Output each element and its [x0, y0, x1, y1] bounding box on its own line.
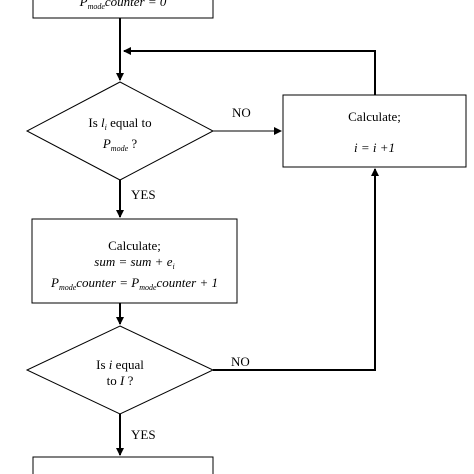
arrow-decision-I-no-to-calc-i — [213, 168, 379, 371]
edge-label-yes-top: YES — [131, 187, 156, 202]
init-box — [32, 0, 214, 19]
calc-i-expr: i = i +1 — [353, 140, 396, 155]
decision-I-line1: Is i equal — [96, 357, 144, 372]
calc-i-box — [282, 94, 467, 168]
decision-I-text: Is i equal to I ? — [40, 357, 200, 389]
decision-li-text: Is li equal to Pmode ? — [40, 115, 200, 157]
calc-sum-title: Calculate; — [108, 238, 161, 253]
calc-sum-sum-line: sum = sum + ei — [94, 254, 175, 271]
decision-I-line2: to I ? — [106, 373, 134, 388]
init-box-text: Pmodecounter = 0 — [79, 0, 167, 11]
end-box — [32, 456, 214, 474]
decision-li-line1: Is li equal to — [88, 115, 152, 132]
edge-label-no-top: NO — [232, 105, 251, 120]
decision-li-line2: Pmode ? — [102, 136, 138, 153]
loop-back-arrow — [123, 47, 376, 95]
edge-label-yes-bottom: YES — [131, 427, 156, 442]
calc-sum-box — [31, 218, 238, 304]
calc-i-title: Calculate; — [348, 109, 401, 124]
calc-sum-text: Calculate; sum = sum + ei Pmodecounter =… — [32, 238, 237, 296]
edge-label-no-bottom: NO — [231, 354, 250, 369]
calc-sum-counter-line: Pmodecounter = Pmodecounter + 1 — [50, 275, 219, 292]
